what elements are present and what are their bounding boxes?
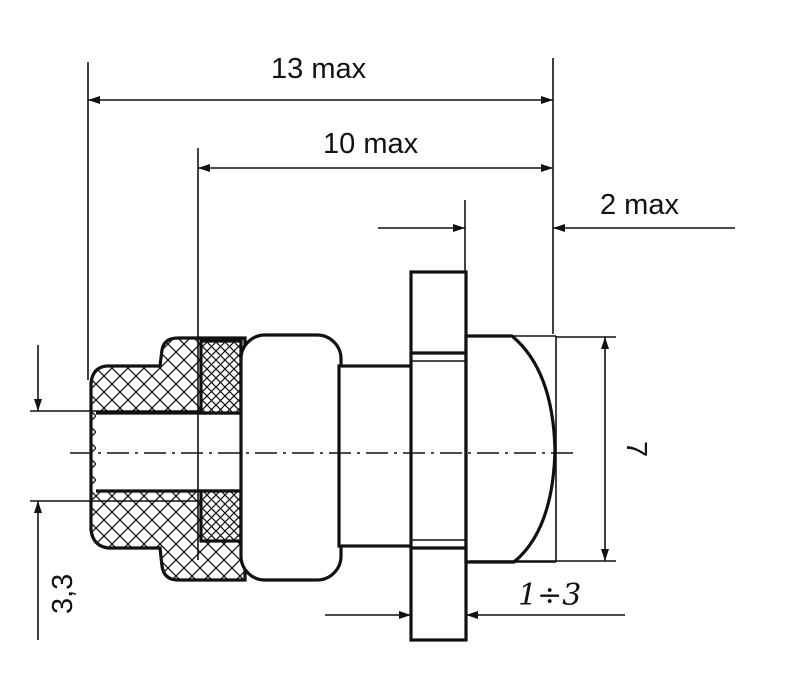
insert-top: [199, 339, 243, 415]
dimension-overall-length: 13 max: [87, 53, 554, 380]
label-10-max: 10 max: [323, 128, 419, 160]
flange: [409, 270, 468, 642]
insert-bottom: [199, 489, 243, 543]
lens-dome: [464, 334, 557, 564]
dimension-bore-diameter: 3,3: [30, 345, 200, 640]
shaft: [337, 364, 414, 548]
label-1-3: 1÷3: [518, 578, 581, 613]
label-3-3: 3,3: [47, 574, 79, 614]
dimension-panel-thickness: 1÷3: [325, 578, 625, 619]
label-13-max: 13 max: [271, 53, 367, 85]
label-2-max: 2 max: [600, 189, 679, 221]
indicator-assembly: [70, 270, 576, 642]
label-7: 7: [620, 441, 652, 457]
dimension-body-length: 10 max: [197, 128, 553, 560]
dimension-lens-offset: 2 max: [378, 189, 735, 272]
bore: [96, 413, 245, 491]
dimension-lens-diameter: 7: [470, 336, 652, 562]
housing-body: [239, 333, 343, 582]
